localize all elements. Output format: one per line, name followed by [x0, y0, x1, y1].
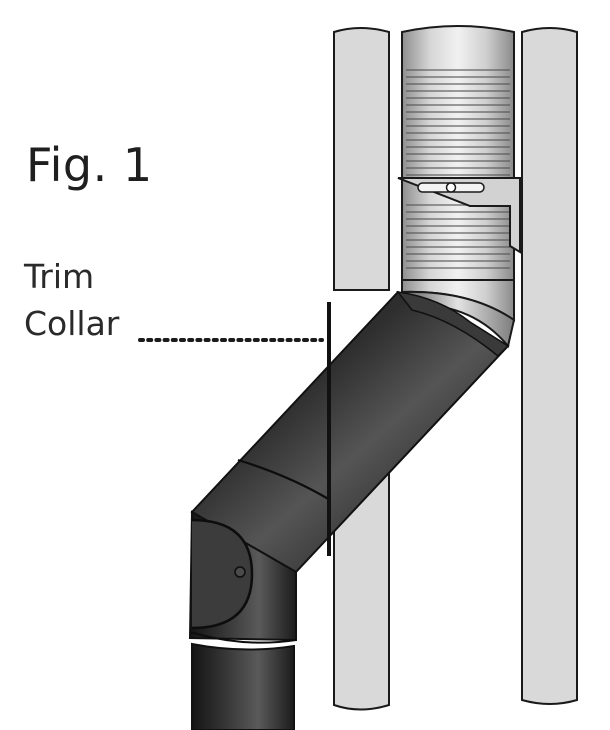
left-wall-lower [333, 457, 390, 711]
inspection-door [191, 518, 254, 630]
right-wall [521, 27, 578, 705]
lower-elbow [188, 510, 297, 644]
support-bracket [397, 177, 521, 254]
flue-liner [401, 25, 515, 281]
figure-title: Fig. 1 [26, 138, 153, 192]
trim-collar-label-line-1: Trim [24, 257, 95, 296]
door-handle [234, 566, 246, 578]
bottom-stove-pipe [191, 642, 295, 730]
trim-collar-label-line-2: Collar [24, 304, 120, 343]
left-wall [333, 27, 390, 291]
